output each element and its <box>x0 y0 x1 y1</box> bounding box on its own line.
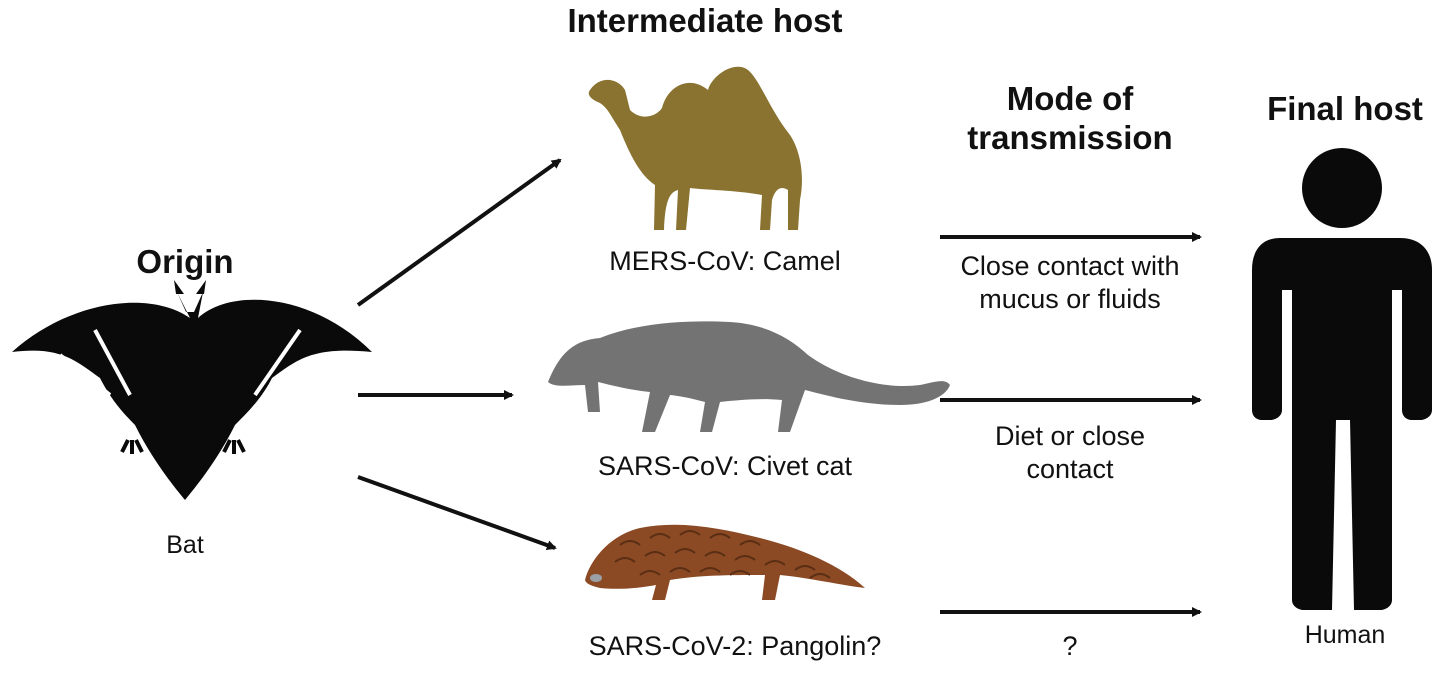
header-mode-of-transmission: Mode of transmission <box>967 80 1173 156</box>
header-final-host: Final host <box>1267 90 1423 127</box>
intermediate-label-camel: MERS-CoV: Camel <box>609 246 841 276</box>
transmission-label-2: Diet or close contact <box>994 421 1146 484</box>
bat-icon <box>12 280 372 500</box>
final-host-label: Human <box>1304 621 1386 649</box>
origin-label: Bat <box>166 531 204 559</box>
camel-icon <box>588 66 802 230</box>
arrow-bat-to-camel <box>356 158 562 307</box>
intermediate-label-civet: SARS-CoV: Civet cat <box>597 451 853 481</box>
header-intermediate-host: Intermediate host <box>567 2 843 39</box>
header-origin: Origin <box>136 243 234 280</box>
intermediate-label-pangolin: SARS-CoV-2: Pangolin? <box>588 631 882 661</box>
arrow-bat-to-pangolin <box>357 475 557 550</box>
transmission-label-1: Close contact with mucus or fluids <box>960 251 1180 314</box>
human-icon <box>1252 148 1432 610</box>
pangolin-icon <box>585 524 865 600</box>
transmission-label-3: ? <box>1062 631 1078 661</box>
civet-icon <box>548 321 950 432</box>
